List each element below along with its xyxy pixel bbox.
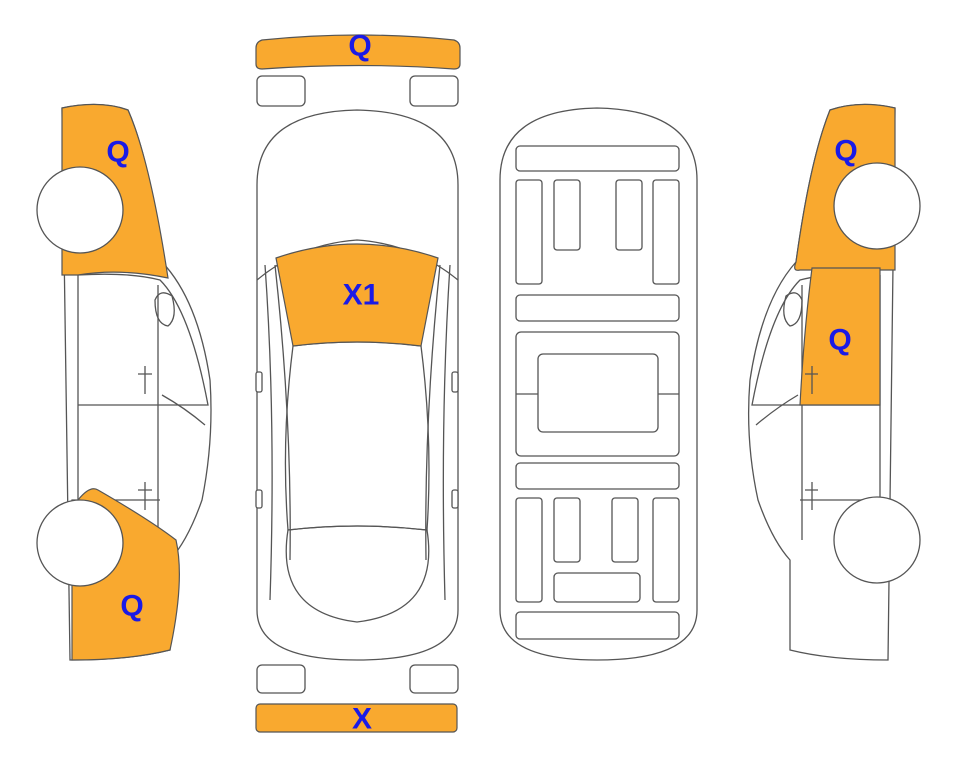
slot-front-left [515, 179, 543, 285]
car-underside-view [499, 107, 698, 661]
rear-window [285, 525, 430, 623]
cabin-right [442, 264, 451, 601]
label-rear-bumper: X [352, 703, 372, 736]
slot-rear-c1 [553, 497, 581, 563]
top-view-body [256, 109, 459, 661]
label-left-rear: Q [120, 590, 143, 623]
left-mirror [154, 292, 175, 327]
left-handle-2 [138, 482, 152, 510]
slot-rear-right [652, 497, 680, 603]
left-hood-crease [161, 394, 206, 426]
label-windshield: X1 [343, 279, 380, 312]
slot-rear-c2 [611, 497, 639, 563]
slot-front-c2 [615, 179, 643, 251]
slot-front-right [652, 179, 680, 285]
mirror-left [255, 371, 263, 393]
handle-right [451, 489, 459, 509]
slot-front-c1 [553, 179, 581, 251]
slot-front-bar [515, 145, 680, 172]
right-handle-1 [805, 366, 818, 394]
slot-mid-bar-1 [515, 294, 680, 322]
right-hood-crease [755, 394, 799, 426]
label-left-front: Q [106, 136, 129, 169]
car-right-side-view [747, 103, 921, 661]
mirror-right [451, 371, 459, 393]
slot-mid-bar-2 [515, 462, 680, 490]
label-right-door: Q [828, 324, 851, 357]
car-left-side-view [36, 103, 212, 661]
rear-bumper-panel[interactable] [255, 703, 458, 733]
front-bumper-panel[interactable] [255, 34, 461, 70]
cabin-right-inner [425, 264, 441, 561]
right-door-panel[interactable] [799, 267, 881, 406]
front-light-right [409, 75, 459, 107]
slot-rear-left [515, 497, 543, 603]
slot-rear-small [553, 572, 641, 603]
rear-light-right [409, 664, 459, 694]
right-mirror [783, 292, 803, 327]
cabin-left [264, 264, 273, 601]
slot-rear-bar [515, 611, 680, 640]
rear-bumper-group [255, 664, 459, 733]
right-rear-wheel [833, 496, 921, 584]
front-bumper-group [255, 34, 461, 107]
front-light-left [256, 75, 306, 107]
left-window [77, 273, 209, 406]
label-right-front: Q [834, 135, 857, 168]
right-front-wheel [833, 162, 921, 250]
handle-left [255, 489, 263, 509]
slot-mid-center [537, 353, 659, 433]
left-handle-1 [138, 366, 152, 394]
right-handle-2 [805, 482, 818, 510]
left-front-wheel [36, 166, 124, 254]
car-top-view [255, 109, 459, 661]
rear-light-left [256, 664, 306, 694]
windshield-panel[interactable] [275, 243, 439, 347]
left-rear-wheel [36, 499, 124, 587]
label-front-bumper: Q [348, 30, 371, 63]
